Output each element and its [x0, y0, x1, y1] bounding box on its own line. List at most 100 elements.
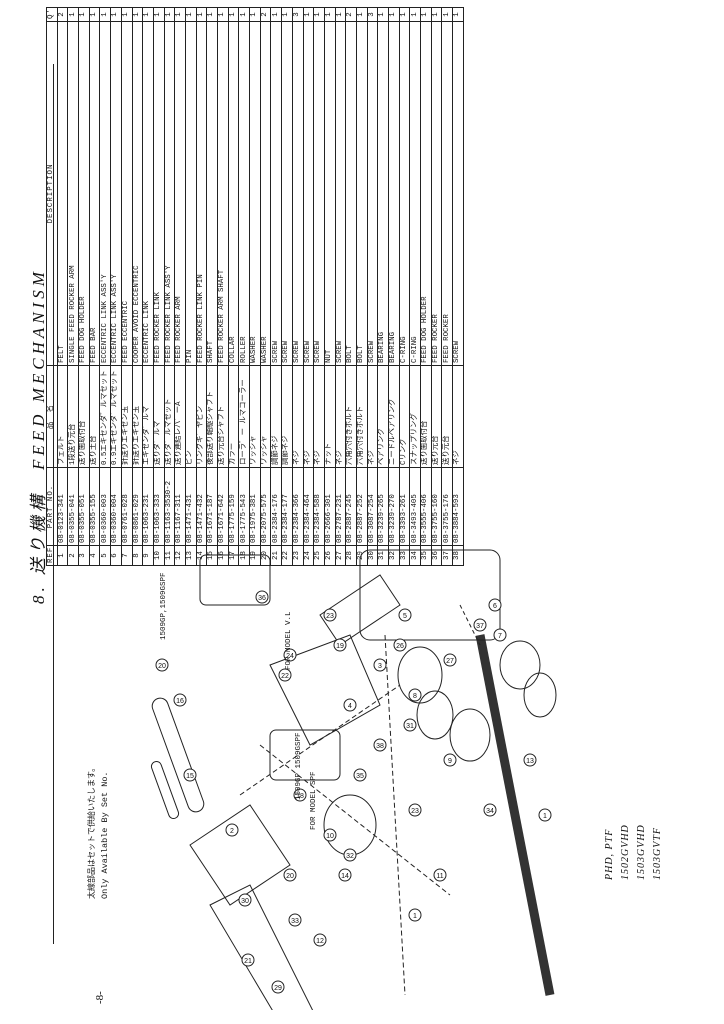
- svg-text:32: 32: [346, 853, 354, 860]
- svg-text:35: 35: [356, 773, 364, 780]
- rocker-link-10: [323, 794, 377, 856]
- model-line-1: PHD, PTF: [604, 828, 615, 880]
- cell-part-no: 08-1775-543: [238, 467, 250, 546]
- rocker-arm-2: [189, 804, 291, 906]
- cell-qty: 3: [367, 7, 378, 22]
- cell-description: SCREW: [313, 21, 325, 366]
- cell-part-no: 08-3239-265: [377, 467, 389, 546]
- cell-qty: 1: [441, 7, 453, 22]
- svg-text:36: 36: [258, 595, 266, 602]
- cell-part-no: 08-1671-187: [206, 467, 218, 546]
- cell-part-no: 08-2384-177: [281, 467, 293, 546]
- cell-description: ROLLER: [238, 21, 250, 366]
- cell-jp-name: 送り歯取付台: [420, 365, 432, 468]
- cell-part-no: 08-1167-311: [174, 467, 186, 546]
- svg-text:21: 21: [244, 958, 252, 965]
- cell-description: PIN: [185, 21, 197, 366]
- cell-qty: 1: [249, 7, 261, 22]
- cell-part-no: 08-2384-588: [313, 467, 325, 546]
- cell-qty: 1: [409, 7, 421, 22]
- svg-text:33: 33: [291, 918, 299, 925]
- cell-jp-name: エキセンダ゛ルマ: [142, 365, 154, 468]
- cell-part-no: 08-3755-160: [431, 467, 442, 546]
- cell-jp-name: 送り元台: [441, 365, 453, 468]
- callout-bubbles: 29 12 33 30 20 2 15 16 20 28 18 38 35 4 …: [155, 590, 552, 994]
- cell-qty: 1: [153, 7, 165, 22]
- cell-description: FEED ROCKER: [431, 21, 442, 366]
- cell-part-no: 08-1775-159: [228, 467, 239, 546]
- svg-text:14: 14: [341, 873, 349, 880]
- svg-text:30: 30: [241, 898, 249, 905]
- cell-part-no: 08-1063-333: [153, 467, 165, 546]
- svg-text:11: 11: [436, 873, 443, 880]
- cell-jp-name: ローラ゛ー ルマコーラー: [238, 365, 250, 468]
- cell-part-no: 08-3087-254: [367, 467, 378, 546]
- cell-jp-name: Cリング: [399, 365, 410, 468]
- shaft-16: [151, 697, 205, 813]
- svg-text:13: 13: [526, 758, 534, 765]
- svg-text:5: 5: [403, 613, 407, 620]
- svg-text:27: 27: [446, 658, 454, 665]
- title-band: 8. 送り機構 FEED MECHANISM -8- 太線部品はセットで供給いた…: [0, 0, 140, 1024]
- page-number: -8-: [94, 991, 106, 1004]
- cell-description: FEED ROCKER LINK ASS'Y: [164, 21, 175, 366]
- set-note-japanese: 太線部品はセットで供給いたします。: [87, 763, 96, 899]
- model-line-2: 1502GVHD: [620, 824, 631, 880]
- model-vl-label: FOR MODEL V.L: [285, 611, 293, 670]
- cell-qty: 2: [345, 7, 357, 22]
- cell-jp-name: ナット: [324, 365, 336, 468]
- svg-text:4: 4: [348, 703, 352, 710]
- cell-jp-name: スナップリング: [409, 365, 421, 468]
- cell-description: C-RING: [409, 21, 421, 366]
- cell-jp-name: ネジ: [335, 365, 346, 468]
- cell-qty: 1: [270, 7, 282, 22]
- cell-jp-name: 後部送り軸駆シャフト: [206, 365, 218, 468]
- cell-qty: 1: [388, 7, 400, 22]
- cell-jp-name: ネジ: [452, 365, 464, 468]
- cell-description: FEED ROCKER LINK: [153, 21, 165, 366]
- svg-text:8: 8: [413, 693, 417, 700]
- cell-qty: 1: [228, 7, 239, 22]
- svg-text:18: 18: [296, 793, 304, 800]
- cell-jp-name: 送り元台: [431, 365, 442, 468]
- svg-text:31: 31: [406, 723, 414, 730]
- cell-description: SCREW: [335, 21, 346, 366]
- cell-qty: 1: [356, 7, 368, 22]
- cell-jp-name: ニードルベアリング: [388, 365, 400, 468]
- cell-description: C-RING: [399, 21, 410, 366]
- cell-qty: 1: [217, 7, 229, 22]
- cell-description: NUT: [324, 21, 336, 366]
- svg-text:6: 6: [493, 603, 497, 610]
- svg-text:15: 15: [186, 773, 194, 780]
- cell-qty: 1: [335, 7, 346, 22]
- cell-qty: 1: [196, 7, 207, 22]
- cell-qty: 2: [260, 7, 271, 22]
- cell-qty: 1: [185, 7, 197, 22]
- cell-qty: 3: [292, 7, 303, 22]
- cell-part-no: 08-1471-432: [196, 467, 207, 546]
- svg-text:3: 3: [378, 663, 382, 670]
- cell-description: COLLAR: [228, 21, 239, 366]
- cell-part-no: 08-2075-575: [260, 467, 271, 546]
- svg-text:22: 22: [281, 673, 289, 680]
- cell-description: SCREW: [303, 21, 314, 366]
- cell-jp-name: 六角穴付きボルト: [345, 365, 357, 468]
- cell-description: FEED ROCKER ARM: [174, 21, 186, 366]
- cell-description: SHAFT: [206, 21, 218, 366]
- cell-part-no: 08-3393-261: [399, 467, 410, 546]
- cell-jp-name: ネジ: [367, 365, 378, 468]
